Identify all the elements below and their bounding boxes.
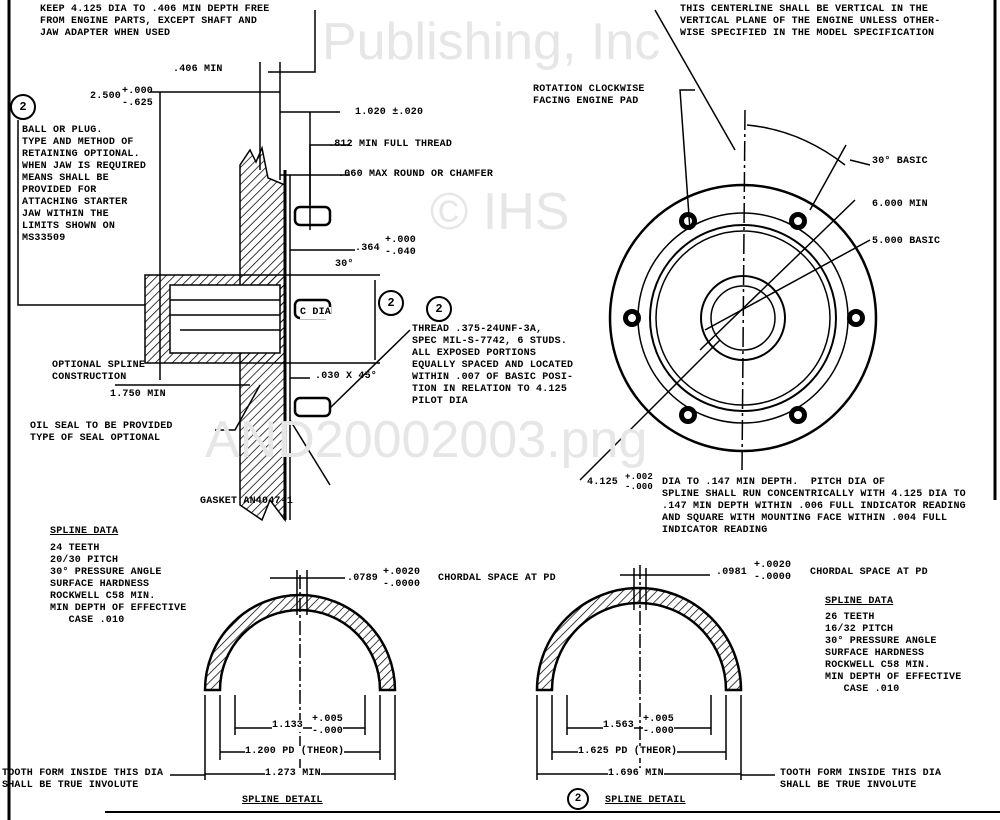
optional-spline: OPTIONAL SPLINE CONSTRUCTION — [52, 360, 146, 383]
chordal-left: .0789 — [347, 573, 379, 584]
ball-plug-note: BALL OR PLUG. TYPE AND METHOD OF RETAINI… — [22, 125, 147, 244]
basic-30: 30° BASIC — [872, 156, 928, 167]
watermark: © IHS — [430, 183, 570, 241]
spline-data-left: 24 TEETH 20/30 PITCH 30° PRESSURE ANGLE … — [50, 543, 187, 626]
round-060: .060 MAX ROUND OR CHAMFER — [338, 169, 494, 180]
callout-2: 2 — [567, 788, 589, 810]
rotation-note: ROTATION CLOCKWISE FACING ENGINE PAD — [533, 84, 645, 107]
dim-1020: 1.020 ±.020 — [355, 107, 424, 118]
dim-364-tol: +.000 -.040 — [385, 235, 417, 258]
spline-detail-left: SPLINE DETAIL — [242, 795, 323, 806]
watermark: Publishing, Inc — [322, 13, 661, 71]
chordal-right-label: CHORDAL SPACE AT PD — [810, 567, 928, 578]
dim-1563-tol: +.005 -.000 — [643, 714, 675, 738]
oil-seal-note: OIL SEAL TO BE PROVIDED TYPE OF SEAL OPT… — [30, 421, 173, 444]
tooth-form-right: TOOTH FORM INSIDE THIS DIA SHALL BE TRUE… — [780, 768, 942, 791]
keep-clear-note: KEEP 4.125 DIA TO .406 MIN DEPTH FREE FR… — [40, 4, 270, 39]
gasket-note: GASKET AN4047-1 — [200, 496, 294, 507]
dim-2500: 2.500 — [90, 91, 122, 102]
dim-1200-pd: 1.200 PD (THEOR) — [245, 746, 345, 758]
dim-6000: 6.000 MIN — [872, 199, 928, 210]
centerline-note: THIS CENTERLINE SHALL BE VERTICAL IN THE… — [680, 4, 941, 39]
thread-note: THREAD .375-24UNF-3A, SPEC MIL-S-7742, 6… — [412, 324, 574, 407]
tooth-form-left: TOOTH FORM INSIDE THIS DIA SHALL BE TRUE… — [2, 768, 164, 791]
spline-data-heading-right: SPLINE DATA — [825, 596, 894, 607]
chamfer-030: .030 X 45° — [315, 371, 378, 382]
dim-2500-tol: +.000 -.625 — [122, 86, 154, 109]
dim-1273-min: 1.273 MIN — [265, 768, 321, 780]
spline-data-right: 26 TEETH 16/32 PITCH 30° PRESSURE ANGLE … — [825, 612, 962, 695]
chordal-left-label: CHORDAL SPACE AT PD — [438, 573, 556, 584]
chordal-right-tol: +.0020 -.0000 — [754, 560, 792, 583]
thread-812: .812 MIN FULL THREAD — [328, 139, 453, 150]
watermark: AND20002003.png — [205, 411, 648, 469]
dim-1133: 1.133 — [272, 720, 304, 732]
callout-2: 2 — [426, 296, 452, 322]
chordal-right: .0981 — [716, 567, 748, 578]
pilot-note: DIA TO .147 MIN DEPTH. PITCH DIA OF SPLI… — [662, 477, 966, 536]
dim-406: .406 MIN — [173, 64, 223, 75]
spline-detail-right: SPLINE DETAIL — [605, 795, 686, 806]
dim-4125-tol: +.002 -.000 — [625, 472, 654, 492]
dim-1625-pd: 1.625 PD (THEOR) — [578, 746, 678, 758]
dim-1750: 1.750 MIN — [110, 389, 166, 400]
c-dia: C DIA — [300, 307, 332, 319]
dim-4125: 4.125 — [587, 477, 619, 488]
chordal-left-tol: +.0020 -.0000 — [383, 567, 421, 590]
dim-364: .364 — [355, 243, 380, 254]
angle-30: 30° — [335, 259, 354, 270]
callout-2: 2 — [10, 94, 36, 120]
callout-2: 2 — [378, 290, 404, 316]
dim-1133-tol: +.005 -.000 — [312, 714, 344, 738]
dim-1696-min: 1.696 MIN — [608, 768, 664, 780]
dim-1563: 1.563 — [603, 720, 635, 732]
spline-data-heading: SPLINE DATA — [50, 526, 119, 537]
dim-5000: 5.000 BASIC — [872, 236, 941, 247]
